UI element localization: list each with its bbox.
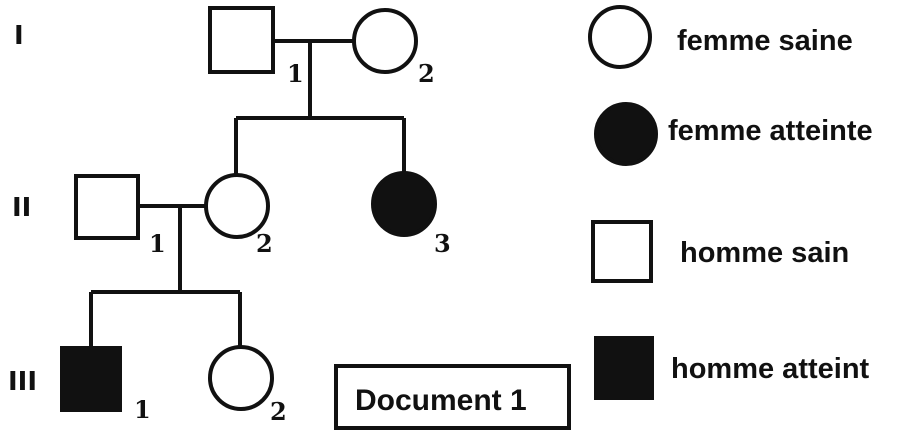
legend-affected-male-icon (594, 336, 654, 400)
generation-label-I: I (14, 21, 24, 51)
individual-II3-affected-female (371, 171, 437, 237)
individual-II2-healthy-female (204, 173, 270, 239)
individual-number-I1: 1 (287, 59, 304, 88)
individual-I2-healthy-female (352, 8, 418, 74)
legend-healthy-female-label: femme saine (677, 25, 853, 57)
individual-number-II3: 3 (434, 229, 451, 258)
legend-healthy-female-icon (588, 5, 652, 69)
legend: femme saine femme atteinte homme sain ho… (588, 5, 873, 400)
individual-III1-affected-male (60, 346, 122, 412)
individual-III2-healthy-female (208, 345, 274, 411)
legend-healthy-male-icon (591, 220, 653, 283)
legend-healthy-male-label: homme sain (680, 237, 849, 269)
legend-affected-female-icon (594, 102, 658, 166)
document-label-box (334, 364, 571, 430)
individual-number-II2: 2 (256, 229, 273, 258)
individual-number-III2: 2 (270, 397, 287, 426)
legend-affected-female-label: femme atteinte (668, 115, 873, 147)
generation-label-III: III (8, 367, 37, 397)
legend-affected-male-label: homme atteint (671, 353, 870, 385)
individual-number-I2: 2 (418, 59, 435, 88)
generation-label-II: II (12, 193, 31, 223)
individual-II1-healthy-male (74, 174, 140, 240)
individual-I1-healthy-male (208, 6, 275, 74)
individual-number-II1: 1 (149, 229, 166, 258)
document-label: Document 1 (355, 384, 527, 417)
individual-number-III1: 1 (134, 395, 151, 424)
